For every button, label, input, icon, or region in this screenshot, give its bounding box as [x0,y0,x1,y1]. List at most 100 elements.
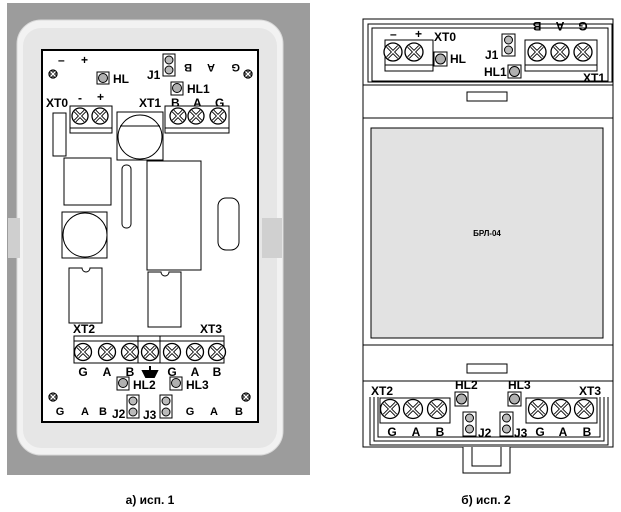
component-square [63,157,112,206]
component-relay [146,160,202,271]
screw-terminal-icon [207,342,227,362]
screw-terminal-icon [185,342,205,362]
label-hl3: HL3 [186,378,209,392]
terminal-label: B [532,19,541,33]
label-g-mirrored: G [231,61,240,73]
label-j2: J2 [478,426,492,440]
screw-terminal-icon [120,342,140,362]
screw-terminal-icon [187,107,205,125]
screw-terminal-icon [573,398,595,420]
label-hl1: HL1 [484,65,507,79]
label-xt0-minus: - [78,91,82,105]
terminal-label: B [235,406,243,418]
screw-terminal-icon [550,42,570,62]
terminal-label: G [578,19,587,33]
screw-terminal-icon [91,107,109,125]
slot-bottom [466,363,508,374]
terminal-label: G [387,425,396,439]
label-j1: J1 [485,48,499,62]
caption-variant1: а) исп. 1 [126,493,175,507]
ground-icon [141,366,159,378]
terminal-label: A [191,365,200,379]
mounting-hole-icon [243,69,253,79]
label-hl1: HL1 [187,82,210,96]
label-minus: – [390,27,397,41]
label-j2: J2 [112,407,126,421]
screw-terminal-icon [527,398,549,420]
screw-terminal-icon [402,398,424,420]
caption-variant2: б) исп. 2 [461,493,511,507]
component-slot [121,164,132,229]
terminal-label: A [559,425,568,439]
terminal-label: G [186,406,195,418]
component-crystal [217,197,240,251]
screw-terminal-icon [73,342,93,362]
label-b-mirrored: B [184,61,192,73]
component-small [52,112,67,157]
label-j3: J3 [143,408,157,422]
terminal-label: B [126,365,135,379]
label-xt2: XT2 [73,322,95,336]
screw-terminal-icon [140,342,160,362]
label-xt0: XT0 [46,96,68,110]
terminal-label: G [167,365,176,379]
screw-terminal-icon [209,107,227,125]
screw-terminal-icon [379,398,401,420]
label-xt0: XT0 [434,30,456,44]
chip-1 [68,267,103,324]
label-xt3: XT3 [200,322,222,336]
latch-right [262,218,282,258]
display-panel [370,127,604,339]
device-model-label: БРЛ-04 [473,229,501,238]
chip-2 [147,271,182,328]
label-xt1-g: G [215,96,224,110]
terminal-label: B [583,425,592,439]
label-xt3: XT3 [579,384,601,398]
label-j1: J1 [147,68,161,82]
latch-left [8,218,20,258]
terminal-label: B [213,365,222,379]
terminal-label: G [78,365,87,379]
label-xt1-a: A [193,96,202,110]
label-hl3: HL3 [508,378,531,392]
terminal-label: A [555,19,564,33]
label-hl: HL [113,72,129,86]
label-xt2: XT2 [371,384,393,398]
label-a-mirrored: A [207,61,215,73]
screw-terminal-icon [550,398,572,420]
label-plus: + [415,27,422,41]
label-hl2: HL2 [133,378,156,392]
slot-top [466,91,508,102]
mounting-hole-icon [241,392,251,402]
mounting-hole-icon [48,69,58,79]
screw-terminal-icon [404,42,424,62]
mounting-hole-icon [48,392,58,402]
label-minus: – [58,53,65,67]
label-hl2: HL2 [455,378,478,392]
screw-terminal-icon [383,42,403,62]
screw-terminal-icon [426,398,448,420]
terminal-label: A [412,425,421,439]
screw-terminal-icon [162,342,182,362]
terminal-label: B [436,425,445,439]
screw-terminal-icon [527,42,547,62]
din-rail-latch [462,447,511,474]
terminal-label: B [99,406,107,418]
label-j3: J3 [514,426,528,440]
label-plus: + [81,53,88,67]
label-xt0-plus: + [97,90,104,104]
terminal-label: G [56,406,65,418]
terminal-label: G [535,425,544,439]
screw-terminal-icon [71,107,89,125]
screw-terminal-icon [573,42,593,62]
screw-terminal-icon [97,342,117,362]
label-xt1: XT1 [583,71,605,85]
label-hl: HL [450,52,466,66]
terminal-label: A [81,406,89,418]
label-xt1-b: B [171,96,180,110]
screw-terminal-icon [169,107,187,125]
label-xt1: XT1 [139,96,161,110]
terminal-label: A [210,406,218,418]
